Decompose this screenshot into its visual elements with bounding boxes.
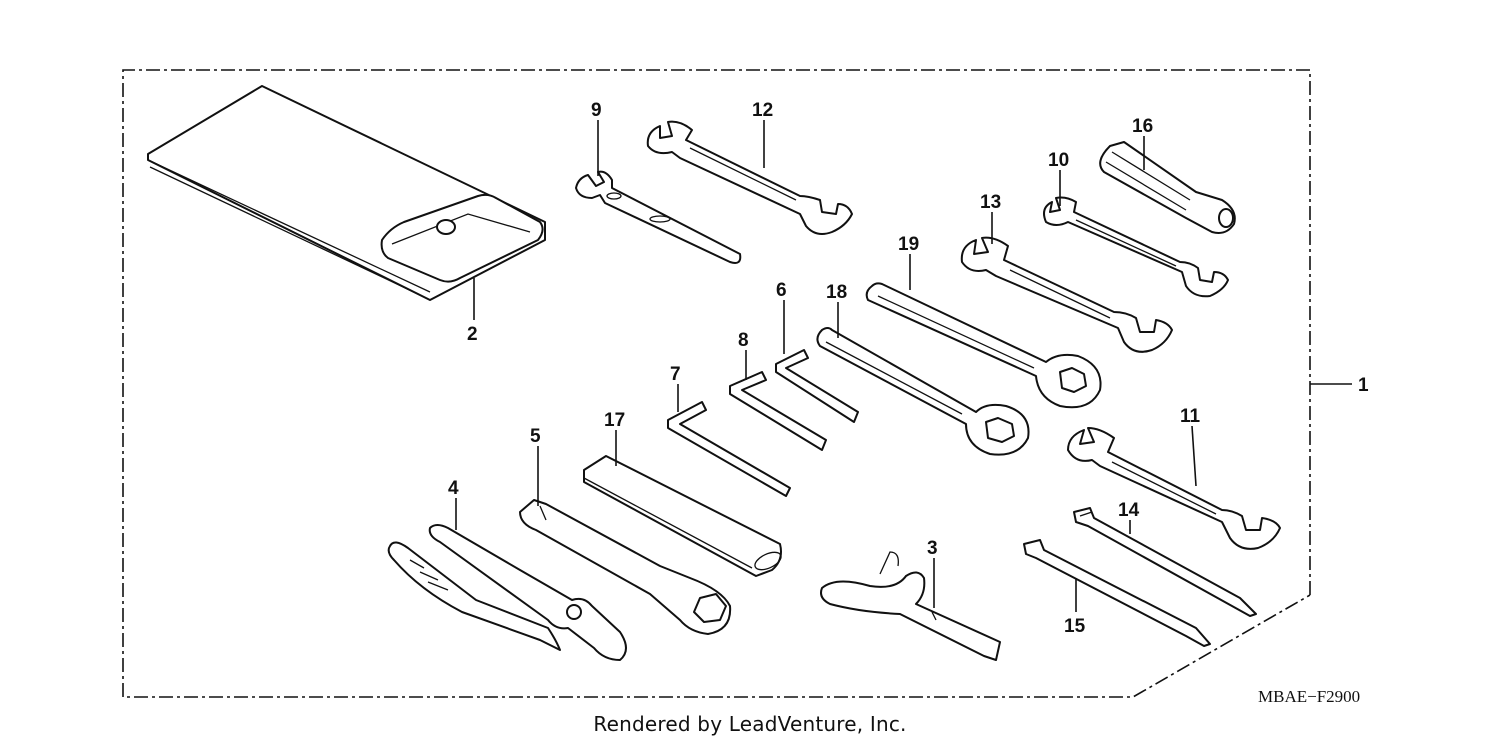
screwdriver-grip-icon	[1099, 141, 1236, 234]
open-end-wrench-icon	[1067, 427, 1281, 550]
callout-19: 19	[898, 234, 919, 255]
hex-key-icon	[775, 349, 859, 423]
hex-key-icon	[729, 371, 827, 451]
credit-line: Rendered by LeadVenture, Inc.	[593, 712, 907, 736]
callout-9: 9	[591, 100, 602, 121]
callout-5: 5	[530, 426, 541, 447]
callout-12: 12	[752, 100, 773, 121]
open-end-wrench-icon	[575, 170, 742, 264]
callout-8: 8	[738, 330, 749, 351]
callout-14: 14	[1118, 500, 1140, 521]
callout-7: 7	[670, 364, 681, 385]
pliers-icon	[387, 524, 627, 661]
callout-1: 1	[1358, 375, 1369, 396]
plug-wrench-icon	[519, 499, 732, 635]
leader-lines	[455, 120, 1352, 612]
screwdriver-icon	[1023, 539, 1211, 647]
callout-2: 2	[467, 324, 478, 345]
callout-3: 3	[927, 538, 938, 559]
callout-17: 17	[604, 410, 625, 431]
open-end-wrench-icon	[646, 120, 853, 235]
screwdriver-icon	[1073, 507, 1257, 617]
box-end-wrench-icon	[865, 282, 1102, 409]
tool-kit-outline-icon	[122, 69, 1311, 698]
pin-spanner-icon	[820, 551, 1001, 661]
callout-16: 16	[1132, 116, 1153, 137]
callout-11: 11	[1180, 406, 1201, 427]
tool-bag-icon	[147, 85, 546, 301]
callout-15: 15	[1064, 616, 1086, 637]
open-end-wrench-icon	[960, 236, 1173, 353]
hex-key-icon	[667, 401, 791, 497]
handle-bar-icon	[583, 455, 782, 577]
callout-13: 13	[980, 192, 1001, 213]
box-end-wrench-icon	[816, 327, 1030, 456]
diagram-code: MBAE−F2900	[1258, 687, 1360, 706]
open-end-wrench-icon	[1043, 196, 1229, 298]
callout-6: 6	[776, 280, 787, 301]
callout-10: 10	[1048, 150, 1069, 171]
callout-18: 18	[826, 282, 847, 303]
callout-4: 4	[448, 478, 459, 499]
